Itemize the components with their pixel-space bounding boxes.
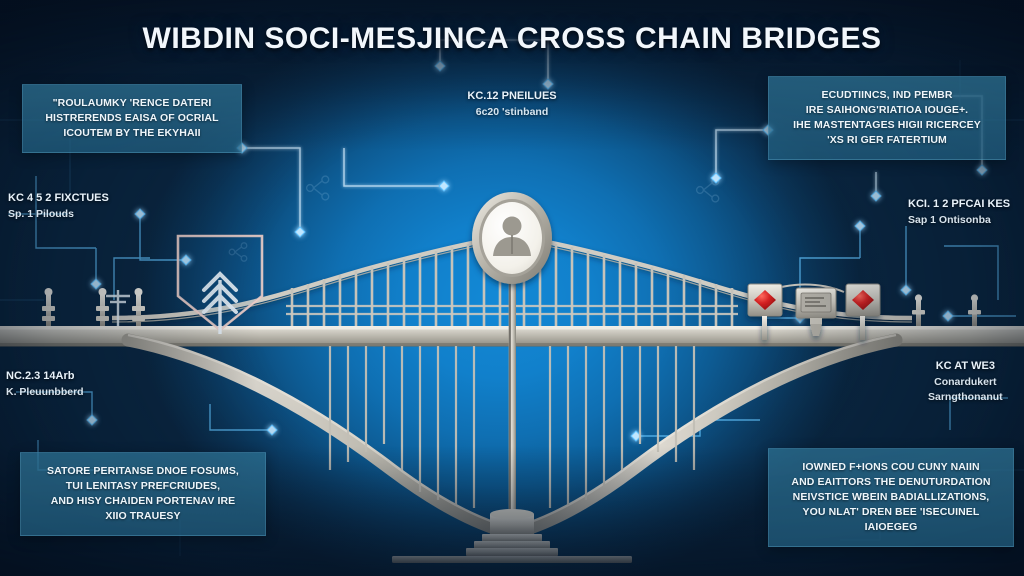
callout-line: YOU NLAT' DREN BEE 'ISECUINEL bbox=[802, 505, 980, 518]
top-center-label: KC.12 PNEILUES 6c20 'stinband bbox=[432, 88, 592, 120]
lamp-post-icon bbox=[968, 294, 981, 326]
label-line-1: KC 4 5 2 FIXCTUES bbox=[8, 192, 109, 204]
callout-line: 'XS RI GER FATERTIUM bbox=[827, 133, 947, 146]
label-line-1: KC AT WE3 bbox=[935, 360, 995, 372]
bottom-right-callout: IOWNED F+IONS COU CUNY NAIIN AND EAITTOR… bbox=[768, 448, 1014, 547]
shield-security-icon bbox=[176, 234, 264, 334]
callout-line: IAIOEGEG bbox=[864, 520, 918, 533]
label-line-2: Conardukert bbox=[934, 375, 997, 388]
callout-line: AND HISY CHAIDEN PORTENAV IRE bbox=[50, 494, 236, 507]
callout-line: ECUDTIINCS, IND PEMBR bbox=[821, 89, 953, 101]
tower-glyph bbox=[106, 290, 130, 326]
label-line-1: KCI. 1 2 PFCAI KES bbox=[908, 198, 1011, 210]
label-line-2: K. Pleuunbberd bbox=[6, 385, 84, 398]
lamp-post-icon bbox=[96, 288, 109, 326]
callout-line: IHE MASTENTAGES HIGII RICERCEY bbox=[793, 118, 981, 131]
callout-line: ICOUTEM BY THE EKYHAII bbox=[63, 126, 201, 139]
top-left-callout: "ROULAUMKY 'RENCE DATERI HISTRERENDS EAI… bbox=[22, 84, 242, 153]
callout-line: XIIO TRAUESY bbox=[105, 509, 181, 522]
label-line-3: Sarngthonanut bbox=[928, 391, 1003, 404]
lamp-post-group bbox=[42, 288, 145, 326]
right-upper-label: KCI. 1 2 PFCAI KES Sap 1 Ontisonba bbox=[908, 196, 1010, 228]
label-line-2: Sap 1 Ontisonba bbox=[908, 213, 991, 226]
bottom-left-callout: SATORE PERITANSE DNOE FOSUMS, TUI LENITA… bbox=[20, 452, 266, 536]
callout-line: NEIVSTICE WBEIN BADIALLIZATIONS, bbox=[792, 490, 990, 503]
callout-line: AND EAITTORS THE DENUTURDATION bbox=[791, 475, 991, 488]
callout-line: IRE SAIHONG'RIATIOA IOUGE+. bbox=[805, 103, 969, 116]
lamp-post-icon bbox=[132, 288, 145, 326]
label-line-1: NC.2.3 14Arb bbox=[6, 370, 75, 382]
callout-line: TUI LENITASY PREFCRIUDES, bbox=[65, 479, 221, 492]
right-lower-label: KC AT WE3 Conardukert Sarngthonanut bbox=[928, 358, 1003, 406]
lamp-post-icon bbox=[912, 294, 925, 326]
callout-line: HISTRERENDS EAISA OF OCRIAL bbox=[45, 111, 219, 124]
bridge-pier-base bbox=[392, 509, 632, 563]
apex-medallion bbox=[472, 192, 552, 284]
left-upper-label: KC 4 5 2 FIXCTUES Sp. 1 Pilouds bbox=[8, 190, 109, 222]
label-line-1: KC.12 PNEILUES bbox=[467, 90, 557, 102]
left-lower-label: NC.2.3 14Arb K. Pleuunbberd bbox=[6, 368, 84, 400]
lamp-post-icon bbox=[42, 288, 55, 326]
callout-line: "ROULAUMKY 'RENCE DATERI bbox=[52, 97, 212, 109]
top-right-callout: ECUDTIINCS, IND PEMBR IRE SAIHONG'RIATIO… bbox=[768, 76, 1006, 160]
page-title: WIBDIN SOCI-MESJINCA CROSS CHAIN BRIDGES bbox=[142, 22, 882, 55]
callout-line: SATORE PERITANSE DNOE FOSUMS, bbox=[47, 465, 239, 477]
callout-line: IOWNED F+IONS COU CUNY NAIIN bbox=[802, 461, 980, 473]
label-line-2: 6c20 'stinband bbox=[475, 105, 549, 118]
label-line-2: Sp. 1 Pilouds bbox=[8, 207, 74, 220]
